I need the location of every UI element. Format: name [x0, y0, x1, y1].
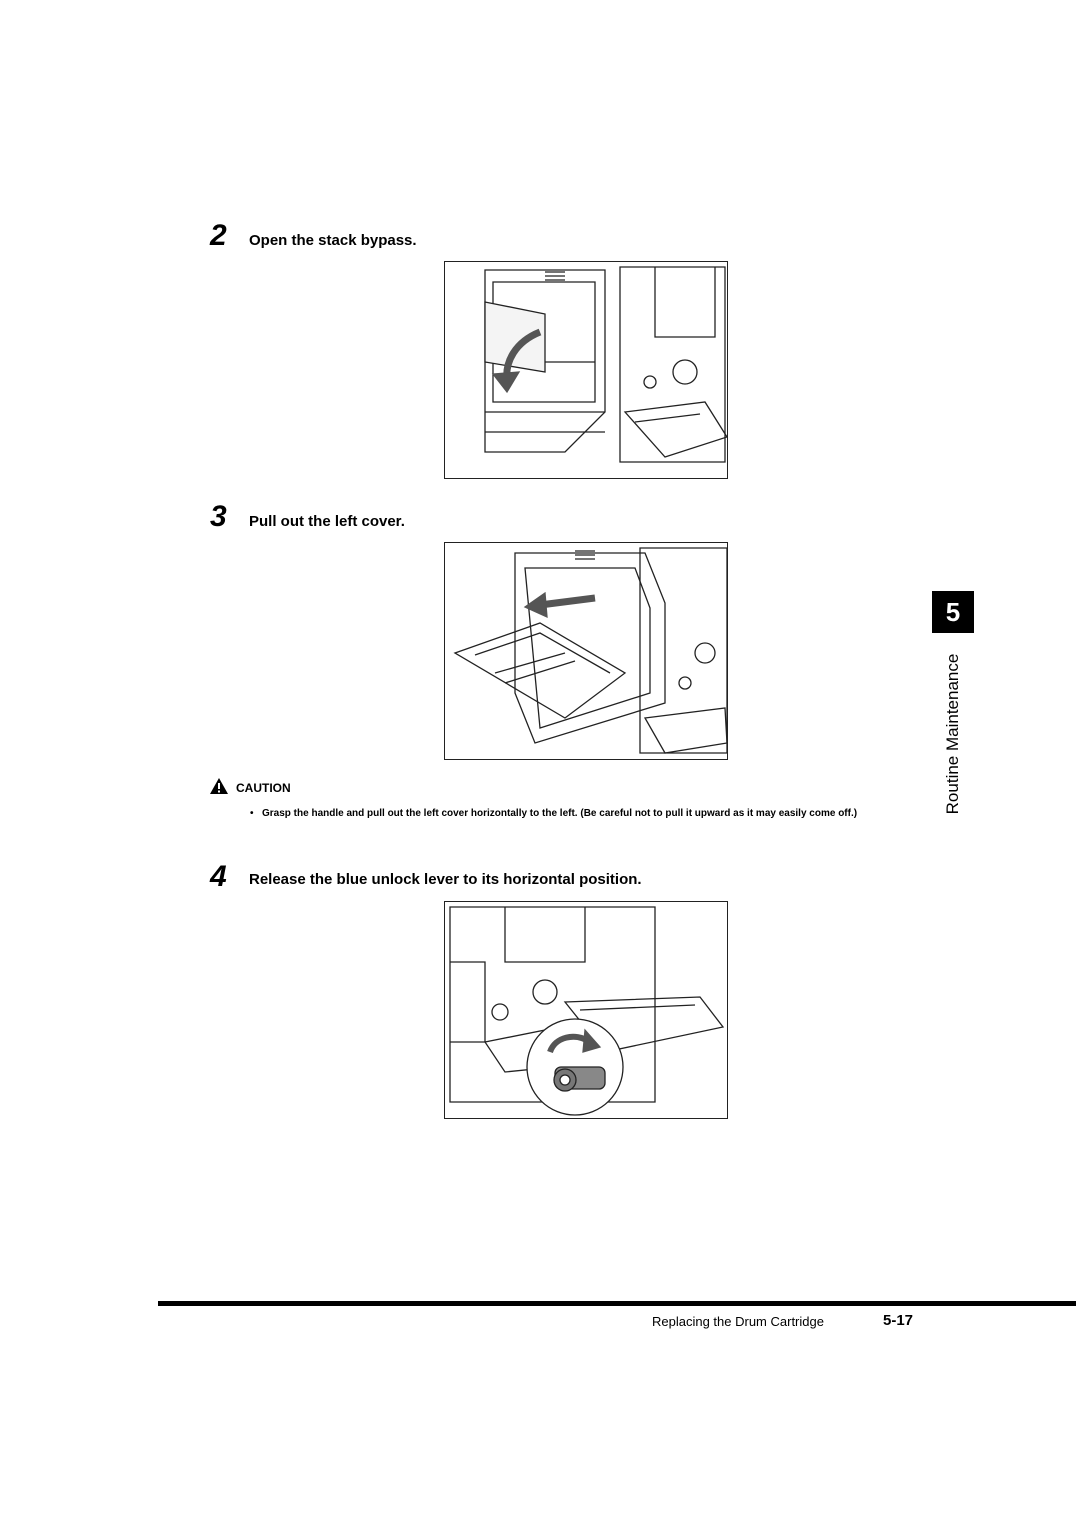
caution-bullet: •	[250, 808, 254, 819]
caution-icon	[209, 777, 229, 795]
chapter-number-tab: 5	[932, 591, 974, 633]
figure-release-unlock-lever	[444, 901, 728, 1119]
footer-section-title: Replacing the Drum Cartridge	[652, 1314, 824, 1329]
chapter-title-vertical: Routine Maintenance	[943, 653, 962, 815]
figure-open-stack-bypass	[444, 261, 728, 479]
footer-rule-accent	[858, 1301, 1076, 1306]
footer-page-number: 5-17	[883, 1312, 914, 1329]
step-2-number: 2	[210, 219, 227, 252]
caution-heading: CAUTION	[236, 781, 291, 795]
step-4-number: 4	[210, 860, 227, 893]
figure-pull-left-cover	[444, 542, 728, 760]
caution-text: Grasp the handle and pull out the left c…	[262, 808, 858, 819]
step-3-number: 3	[210, 500, 227, 533]
step-4-text: Release the blue unlock lever to its hor…	[249, 871, 642, 888]
step-2-text: Open the stack bypass.	[249, 232, 417, 249]
footer-rule	[158, 1301, 858, 1306]
step-3-text: Pull out the left cover.	[249, 513, 405, 530]
